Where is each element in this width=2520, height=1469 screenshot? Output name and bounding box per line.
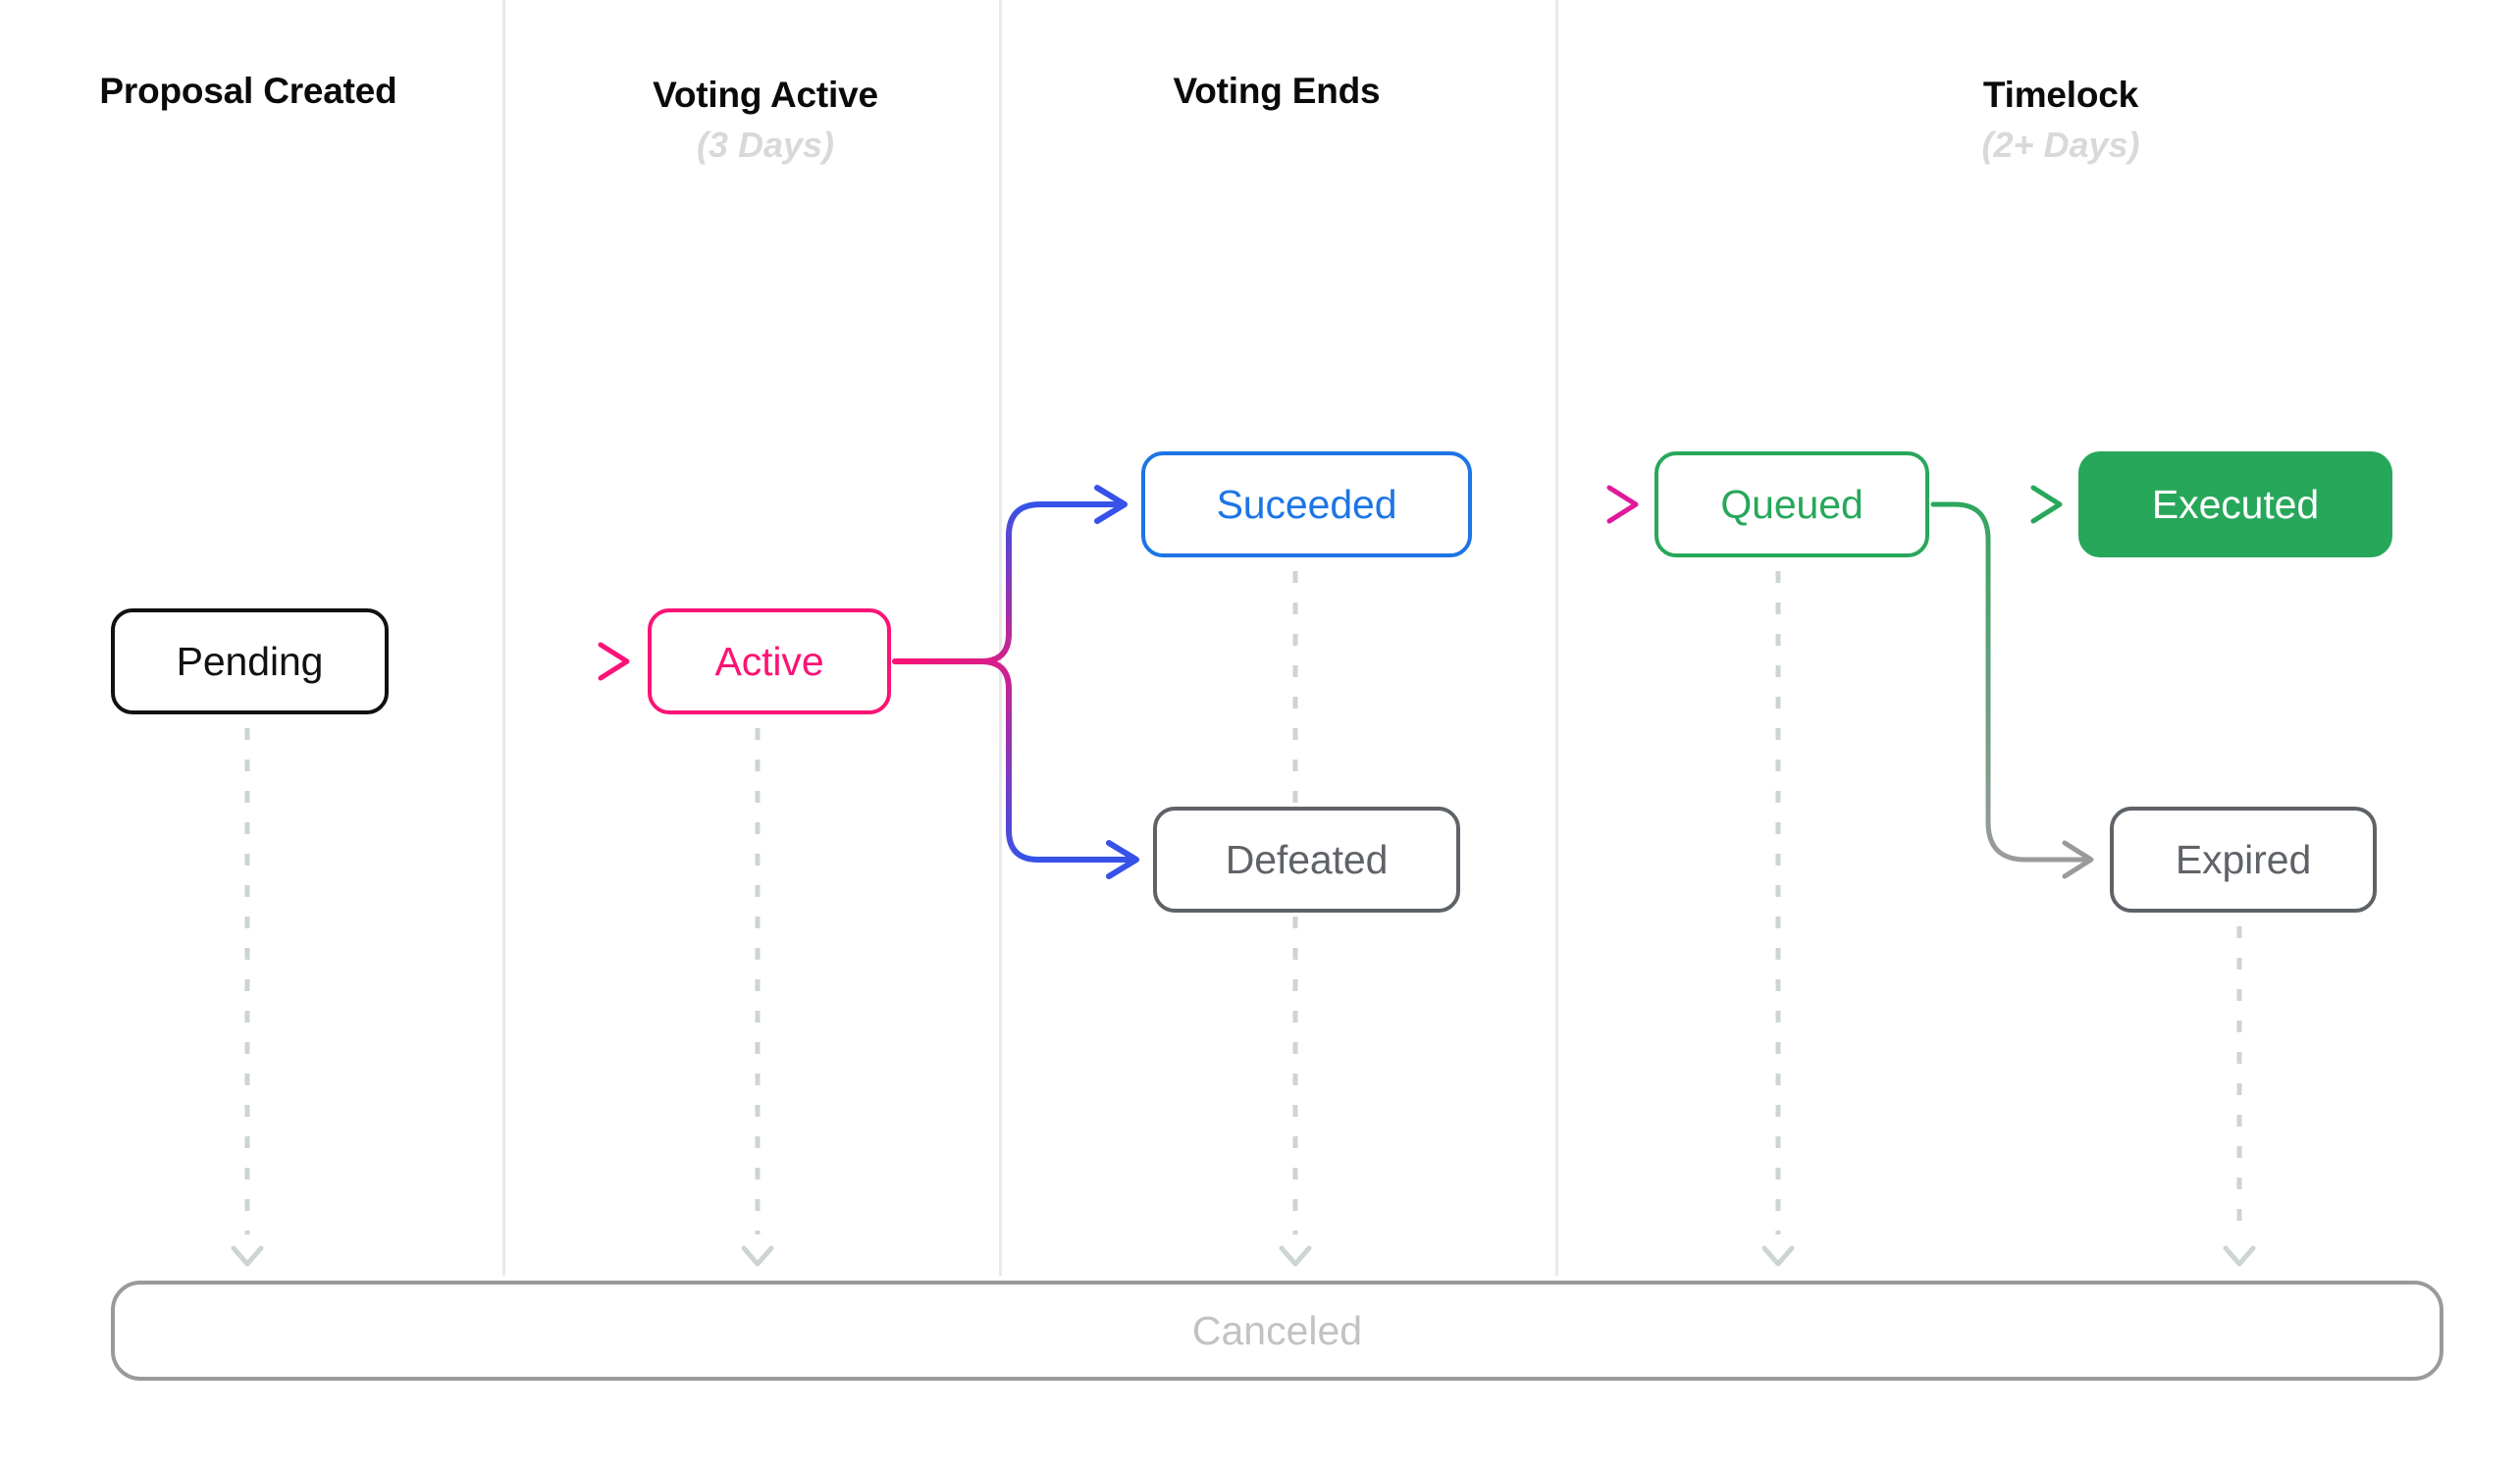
- edge-pending-to-active: [393, 642, 630, 681]
- state-node-canceled[interactable]: Canceled: [111, 1281, 2443, 1381]
- edge-queued-to-executed: [1933, 485, 2063, 524]
- chevron-down-icon: [741, 1245, 774, 1267]
- state-node-executed[interactable]: Executed: [2078, 451, 2392, 557]
- state-node-suceeded[interactable]: Suceeded: [1141, 451, 1472, 557]
- edge-active-to-defeated: [892, 658, 1139, 879]
- state-node-label: Queued: [1720, 481, 1864, 527]
- phase-duration: (2+ Days): [1981, 125, 2140, 166]
- edge-queued-to-expired: [1930, 501, 2094, 879]
- chevron-down-icon: [1279, 1245, 1312, 1267]
- column-divider-1: [502, 0, 505, 1276]
- dashed-drop-arrowheads: [231, 1245, 2256, 1267]
- phase-duration: (3 Days): [696, 125, 835, 166]
- column-divider-3: [1555, 0, 1558, 1276]
- state-node-label: Suceeded: [1216, 481, 1397, 527]
- phase-title: Voting Ends: [1173, 71, 1381, 111]
- phase-title: Voting Active: [653, 75, 878, 115]
- state-node-label: Defeated: [1225, 836, 1389, 882]
- chevron-down-icon: [2223, 1245, 2256, 1267]
- state-node-defeated[interactable]: Defeated: [1153, 807, 1460, 913]
- state-node-label: Active: [714, 638, 824, 684]
- chevron-down-icon: [1761, 1245, 1795, 1267]
- column-divider-2: [999, 0, 1002, 1276]
- phase-header-voting-active: Voting Active (3 Days): [471, 75, 1060, 167]
- phase-header-timelock: Timelock (2+ Days): [1766, 75, 2355, 167]
- phase-header-voting-ends: Voting Ends: [982, 71, 1571, 111]
- phase-title: Proposal Created: [99, 71, 397, 111]
- state-node-label: Executed: [2151, 481, 2320, 527]
- state-node-label: Canceled: [1191, 1307, 1363, 1353]
- edge-active-to-suceeded: [892, 485, 1128, 664]
- state-node-expired[interactable]: Expired: [2110, 807, 2377, 913]
- chevron-down-icon: [231, 1245, 264, 1267]
- phase-header-proposal-created: Proposal Created: [0, 71, 543, 111]
- state-node-label: Pending: [176, 638, 324, 684]
- state-node-active[interactable]: Active: [648, 608, 891, 714]
- phase-title: Timelock: [1982, 75, 2139, 115]
- state-node-pending[interactable]: Pending: [111, 608, 389, 714]
- state-node-label: Expired: [2175, 836, 2312, 882]
- state-node-queued[interactable]: Queued: [1654, 451, 1929, 557]
